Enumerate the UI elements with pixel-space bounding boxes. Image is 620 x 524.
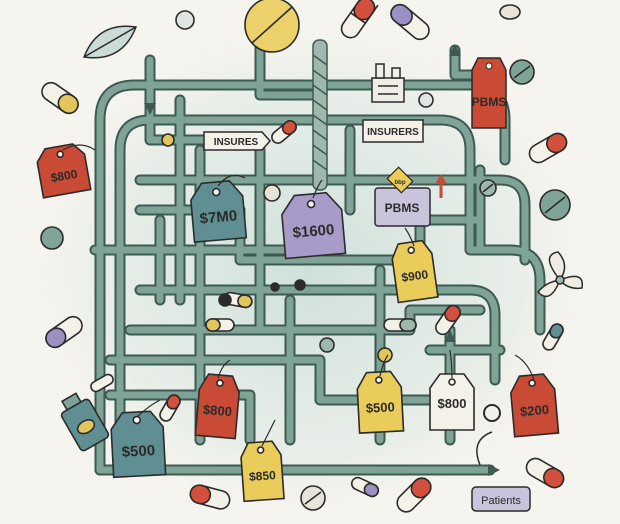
pill-icon bbox=[41, 81, 79, 115]
patients-text: Patients bbox=[481, 495, 521, 507]
tag-strings bbox=[62, 144, 535, 447]
tablet-icon bbox=[270, 282, 280, 292]
price-tags: $800 $7M0 $1600 $900 $800 bbox=[36, 143, 560, 503]
tablet-icon bbox=[509, 59, 535, 85]
price-tag-yellow-500: $500 bbox=[356, 370, 405, 434]
pill-icon bbox=[525, 457, 565, 489]
pill-icon bbox=[383, 318, 417, 332]
scattered-pills bbox=[40, 0, 571, 513]
price-tag-text: $7M0 bbox=[199, 207, 238, 227]
pill-icon bbox=[396, 477, 432, 513]
price-tag-blue-7m0: $7M0 bbox=[190, 180, 248, 244]
pill-icon bbox=[528, 132, 568, 164]
price-tag-text: $800 bbox=[50, 167, 79, 185]
price-tag-red-200: $200 bbox=[510, 373, 560, 438]
tablet-icon bbox=[319, 337, 335, 353]
pill-icon bbox=[350, 476, 380, 498]
price-tag-yellow-900: $900 bbox=[391, 239, 439, 304]
pbms-badge-text: bbp bbox=[395, 180, 406, 186]
pill-icon bbox=[340, 0, 379, 39]
central-rope bbox=[312, 39, 328, 191]
pill-icon bbox=[90, 373, 114, 393]
price-tag-purple-1600: $1600 bbox=[281, 191, 347, 260]
price-tag-text: $1600 bbox=[292, 221, 335, 242]
tablet-icon bbox=[479, 179, 497, 197]
price-tag-text: $200 bbox=[519, 402, 549, 419]
price-tag-white-800: $800 bbox=[429, 373, 475, 431]
patients-label: Patients bbox=[471, 404, 531, 512]
pipe-arrows bbox=[144, 44, 500, 476]
pill-icon bbox=[390, 3, 430, 41]
price-tag-red-800-bottom: $800 bbox=[194, 373, 240, 440]
price-tag-yellow-850: $850 bbox=[240, 440, 285, 503]
price-tag-text: $850 bbox=[249, 468, 277, 484]
right-arrow-icon bbox=[488, 464, 500, 476]
pill-icon bbox=[435, 304, 461, 336]
pill-icon bbox=[542, 323, 564, 351]
tablet-icon bbox=[294, 279, 306, 291]
leaf-icon bbox=[82, 25, 138, 59]
pill-icon bbox=[271, 120, 297, 144]
fan-icon bbox=[537, 251, 584, 298]
pbms-center-label: bbp PBMS bbox=[374, 166, 431, 227]
pill-icon bbox=[223, 291, 253, 309]
pill-icon bbox=[205, 318, 235, 332]
price-tag-text: $500 bbox=[121, 442, 155, 461]
pill-icon bbox=[45, 315, 83, 349]
tablet-icon bbox=[40, 226, 64, 250]
pill-icon bbox=[189, 484, 231, 510]
pill-icon bbox=[159, 394, 181, 422]
tablet-icon bbox=[377, 347, 393, 363]
tablet-icon bbox=[263, 184, 281, 202]
pipe-network bbox=[89, 39, 546, 476]
tablet-icon bbox=[418, 92, 434, 108]
insures-text: INSURES bbox=[214, 137, 259, 148]
price-tag-text: $900 bbox=[401, 267, 430, 285]
pbms-top-right-text: PBMS bbox=[472, 95, 507, 109]
factory-icon bbox=[371, 63, 405, 103]
price-tag-text: $500 bbox=[365, 399, 395, 415]
insures-label: INSURES bbox=[203, 131, 272, 151]
bottle-icon bbox=[60, 392, 110, 452]
tablet-icon bbox=[539, 189, 571, 221]
price-tag-blue-500: $500 bbox=[110, 410, 167, 479]
price-tag-text: $800 bbox=[202, 402, 232, 419]
insurers-label: INSURERS bbox=[362, 119, 424, 143]
up-arrow-icon bbox=[449, 44, 461, 56]
down-arrow-icon bbox=[144, 103, 156, 115]
up-arrow-icon bbox=[435, 174, 447, 198]
tablet-icon bbox=[218, 293, 232, 307]
tablet-icon bbox=[161, 133, 175, 147]
tablet-icon bbox=[300, 485, 326, 511]
tablet-icon bbox=[244, 0, 300, 53]
tablet-icon bbox=[499, 4, 521, 20]
tablet-icon bbox=[175, 10, 195, 30]
insurers-text: INSURERS bbox=[367, 127, 419, 138]
price-tag-left-red: $800 bbox=[36, 143, 92, 199]
price-tag-text: $800 bbox=[438, 396, 467, 411]
pbms-center-text: PBMS bbox=[385, 201, 420, 215]
pbms-top-right-tag: PBMS bbox=[471, 57, 507, 129]
up-arrow-icon bbox=[444, 330, 456, 342]
